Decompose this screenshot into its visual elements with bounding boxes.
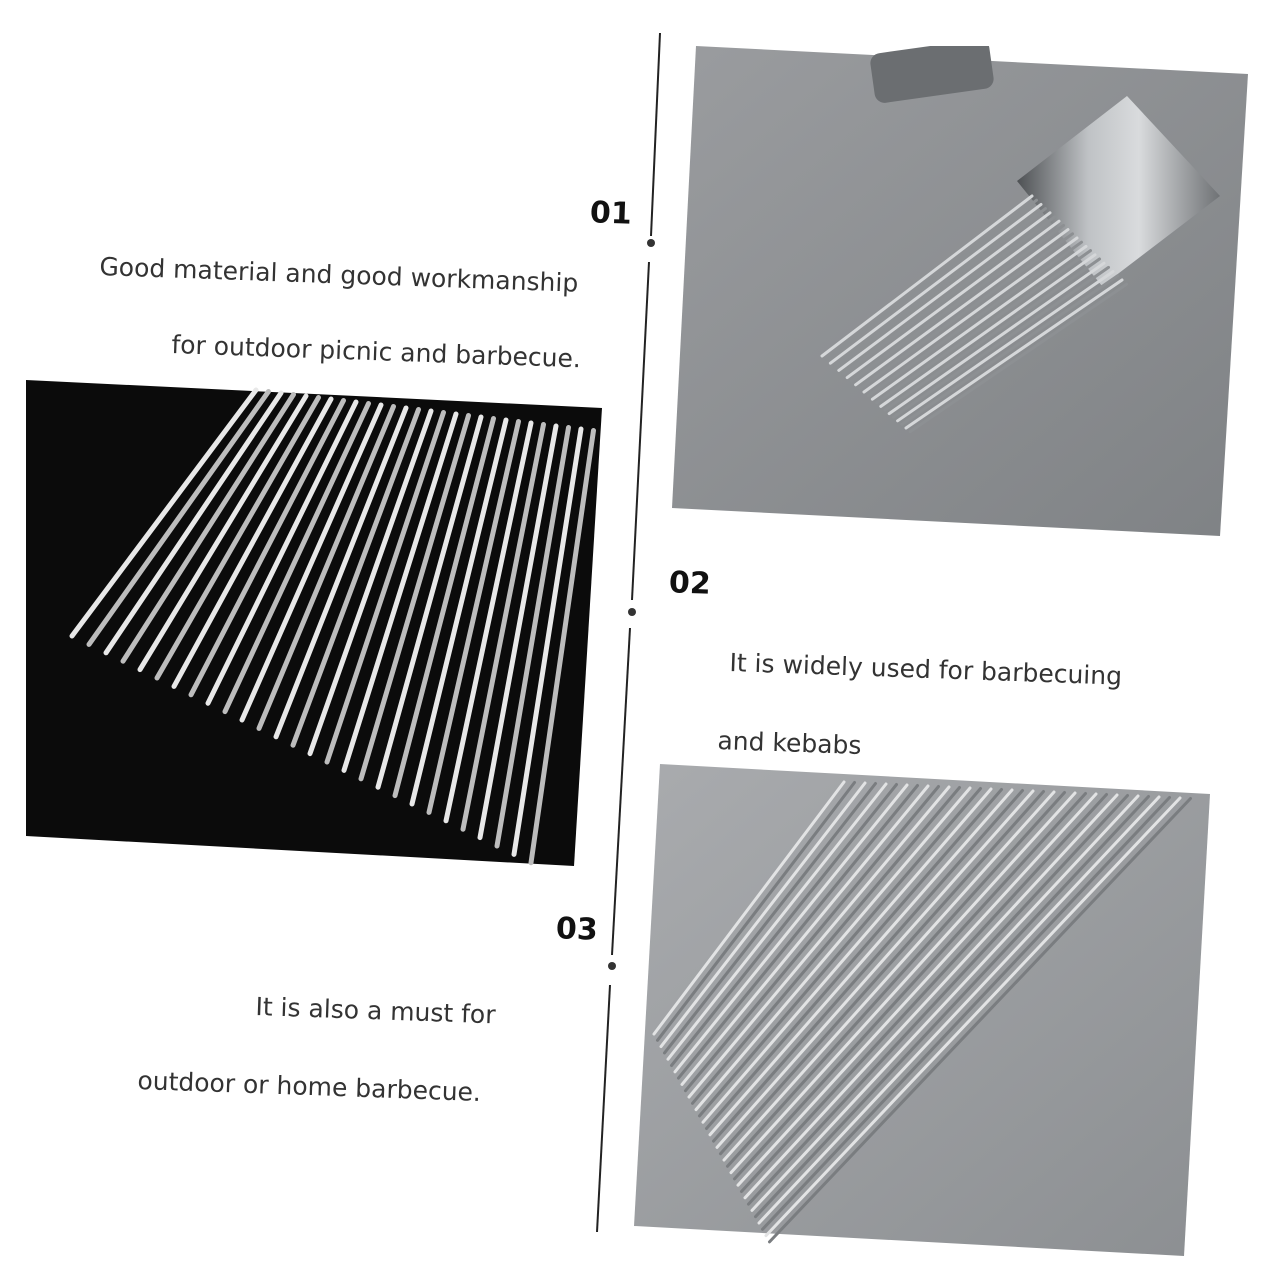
- divider-dot-3: [608, 962, 616, 970]
- skewer-rod: [324, 410, 446, 765]
- skewer-rod: [670, 783, 898, 1067]
- skewer-rod: [222, 401, 371, 715]
- skewer-rod: [256, 404, 396, 731]
- skewer-rod: [409, 417, 509, 807]
- divider-dot-1: [647, 239, 655, 247]
- skewer-rod: [205, 399, 359, 706]
- skewer-rod: [736, 792, 1098, 1187]
- skewer-rod: [375, 414, 484, 790]
- skewer-rod: [341, 411, 459, 773]
- skewer-rod: [137, 393, 309, 673]
- skewer-rod: [743, 793, 1119, 1200]
- skewer-rod: [171, 396, 334, 689]
- feature-number-03: 03: [555, 911, 599, 948]
- skewer-rod: [460, 422, 546, 832]
- skewer-rod: [687, 785, 951, 1099]
- skewer-rod: [358, 413, 471, 782]
- skewer-rod: [712, 789, 1024, 1143]
- skewer-rod: [120, 392, 296, 664]
- skewer-rod: [663, 782, 877, 1055]
- skewer-rod: [528, 428, 596, 866]
- skewer-rod: [290, 407, 421, 748]
- skewer-rod: [900, 274, 1119, 426]
- skewer-rod: [768, 797, 1192, 1244]
- divider-dot-2: [628, 608, 636, 616]
- skewer-rod: [477, 423, 559, 841]
- skewer-rod: [673, 783, 909, 1074]
- skewer-rod: [729, 791, 1077, 1175]
- skewer-rod: [891, 265, 1110, 419]
- skewer-rod: [86, 389, 271, 647]
- skewer-rod: [764, 796, 1182, 1238]
- skewer-rod: [858, 232, 1074, 390]
- skewer-rod: [273, 405, 409, 740]
- skewer-rod: [684, 785, 940, 1093]
- skewer-rod: [677, 784, 919, 1080]
- skewer-rod: [887, 261, 1106, 416]
- feature-number-02: 02: [668, 565, 712, 602]
- skewer-rod: [511, 426, 584, 857]
- skewer-rod: [494, 425, 571, 849]
- skewer-rod: [69, 387, 259, 639]
- skewer-rod: [733, 792, 1087, 1181]
- feature-02-line-2: and kebabs: [716, 726, 862, 761]
- skewer-rod: [691, 786, 961, 1105]
- skewer-rod: [837, 211, 1052, 372]
- skewer-rod: [849, 223, 1065, 383]
- skewer-rod: [904, 278, 1124, 430]
- skewer-rod: [747, 794, 1129, 1206]
- skewer-rod: [750, 794, 1140, 1212]
- skewer-rod: [845, 219, 1061, 380]
- skewer-rod: [652, 780, 846, 1036]
- skewer-rod: [722, 790, 1056, 1162]
- skewer-rod: [820, 194, 1034, 358]
- skewer-rod: [726, 791, 1066, 1168]
- skewer-rod: [875, 249, 1092, 405]
- skewer-rod: [666, 782, 888, 1061]
- skewer-rod: [866, 240, 1083, 398]
- skewer-rod: [694, 786, 972, 1112]
- skewer-rod: [754, 795, 1150, 1219]
- skewer-rod: [307, 408, 434, 757]
- skewer-rod: [757, 795, 1161, 1225]
- skewer-rod: [833, 207, 1047, 369]
- skewers-cup-photo: [672, 46, 1248, 536]
- skewer-rod: [701, 787, 993, 1124]
- skewer-rod: [740, 793, 1108, 1193]
- skewers-dark-photo: [26, 380, 602, 866]
- skewer-rod: [392, 416, 496, 799]
- skewer-rod: [659, 781, 867, 1049]
- skewer-rod: [908, 282, 1128, 434]
- skewer-rod: [426, 419, 521, 815]
- skewer-rod: [883, 257, 1101, 412]
- skewer-rod: [680, 784, 930, 1086]
- skewer-rod: [239, 402, 384, 723]
- skewer-rod: [828, 202, 1043, 365]
- skewer-rod: [698, 787, 982, 1118]
- skewer-rod: [841, 215, 1056, 376]
- skewer-rod: [715, 789, 1035, 1149]
- skewer-rod: [708, 788, 1014, 1137]
- skewer-rod: [761, 796, 1171, 1231]
- skewer-rod: [879, 253, 1097, 408]
- skewer-rod: [854, 228, 1070, 387]
- skewers-long-photo: [634, 764, 1210, 1256]
- skewer-rod: [896, 270, 1115, 423]
- feature-number-01: 01: [589, 195, 633, 232]
- skewer-rod: [188, 398, 346, 698]
- skewer-rod: [443, 420, 534, 824]
- skewer-rod: [824, 198, 1038, 362]
- skewer-rod: [154, 395, 321, 681]
- skewer-rod: [719, 790, 1045, 1156]
- skewer-rod: [870, 244, 1088, 401]
- skewer-rod: [103, 390, 284, 656]
- skewer-rod: [656, 781, 856, 1042]
- skewer-rod: [705, 788, 1003, 1130]
- skewer-rod: [862, 236, 1079, 394]
